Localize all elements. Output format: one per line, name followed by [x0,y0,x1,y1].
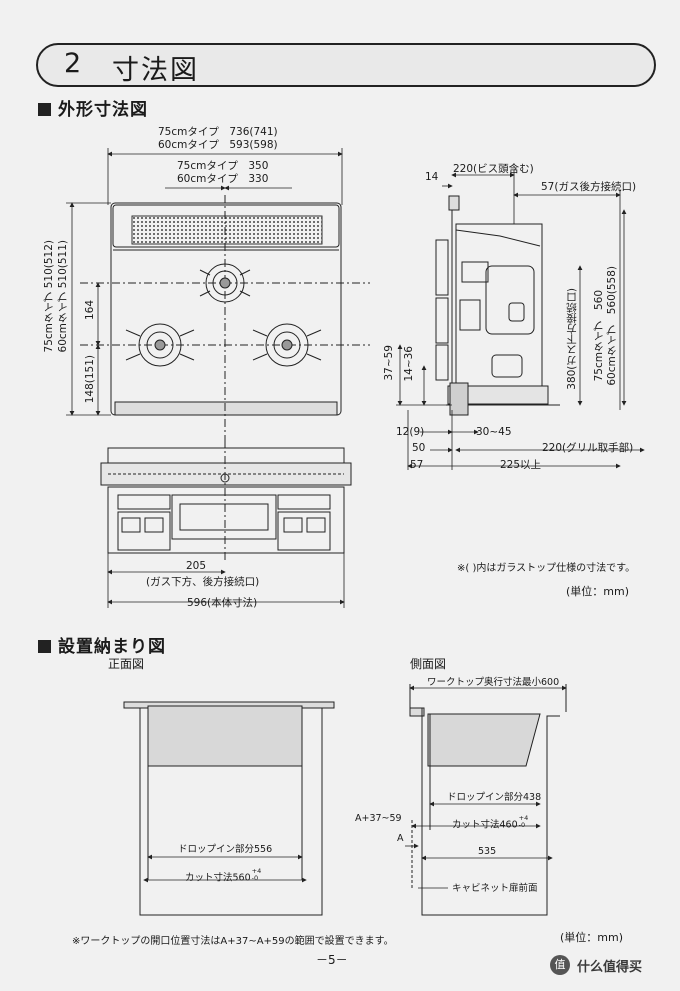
side-view-label: 側面図 [410,657,447,671]
dim-57: 57 [410,459,424,471]
dim-220-screw: 220(ビス頭含む) [453,163,534,175]
dim-width-60: 60cmタイプ 593(598) [158,139,278,151]
install-side-view [405,684,567,916]
hob-top-view [80,195,370,440]
dim-596: 596(本体寸法) [187,597,258,609]
page-number: －5－ [316,953,348,967]
watermark-text: 什么值得买 [577,960,643,975]
heading-square-icon [38,103,51,116]
hob-front-view [100,440,352,560]
side-535: 535 [478,846,497,857]
dim-50: 50 [412,442,426,454]
side-cut-tol-dn: -0 [518,820,526,829]
watermark-logo-icon: 值 [550,955,570,975]
top-dimension-lines [107,148,343,205]
front-cut-text: カット寸法560 [185,872,251,884]
unit-label-bottom: (単位：mm) [560,931,624,944]
dim-depth-60: 60cmタイプ 510(511) [57,240,69,353]
glass-top-note: ※( )内はガラストップ仕様の寸法です。 [457,563,636,574]
install-heading-text: 設置納まり図 [58,637,166,657]
front-cut-size: カット寸法560+4-0 [185,868,261,883]
front-cut-tol-dn: -0 [251,873,259,882]
dim-225: 225以上 [500,459,542,471]
side-cut-size: カット寸法460+4-0 [452,815,528,830]
dim-height-75: 75cmタイプ 560 [593,290,605,382]
hob-side-view [435,195,560,416]
unit-label-top: (単位：mm) [566,585,630,598]
dim-380: 380(ガス下方接続口) [566,288,578,390]
dim-height-60: 60cmタイプ 560(558) [606,266,618,386]
dim-148: 148(151) [84,355,96,404]
front-view-label: 正面図 [108,657,145,671]
dim-gas-note: (ガス下方、後方接続口) [146,576,260,588]
dim-30-45: 30~45 [476,426,512,438]
dim-width-75: 75cmタイプ 736(741) [158,126,278,138]
side-dimension-lines [396,170,645,470]
outline-heading-text: 外形寸法図 [58,100,148,120]
dim-14: 14 [425,171,439,183]
side-drop-in: ドロップイン部分438 [447,792,542,803]
section-header-pill [36,43,656,87]
dim-220-grill: 220(グリル取手部) [542,442,634,454]
dim-center-60: 60cmタイプ 330 [177,173,269,185]
side-a: A [397,833,404,844]
install-heading: 設置納まり図 [38,632,166,657]
section-number: 2 [64,48,83,79]
dim-14-36: 14~36 [403,346,415,382]
dim-12: 12(9) [396,426,425,438]
burner-rear [199,263,251,303]
burner-right [252,323,322,367]
left-dimension-lines [66,202,111,416]
dim-164: 164 [84,300,96,321]
front-drop-in: ドロップイン部分556 [178,844,273,855]
burner-left [125,323,195,367]
front-cut-tol-up: +4 [251,867,262,875]
dim-depth-75: 75cmタイプ 510(512) [43,240,55,353]
side-a-range: A+37~59 [355,813,402,824]
dim-57-rear: 57(ガス後方接続口) [541,181,637,193]
cabinet-front: キャビネット扉前面 [452,883,538,894]
dim-205: 205 [186,560,207,572]
dim-center-75: 75cmタイプ 350 [177,160,269,172]
outline-heading: 外形寸法図 [38,95,148,120]
dim-37-59: 37~59 [383,345,395,381]
worktop-note: ※ワークトップの開口位置寸法はA+37~A+59の範囲で設置できます。 [72,936,394,947]
heading-square-icon [38,640,51,653]
side-cut-tol-up: +4 [518,814,529,822]
install-front-view [123,701,335,916]
side-cut-text: カット寸法460 [452,819,518,831]
worktop-depth: ワークトップ奥行寸法最小600 [427,677,560,688]
section-title: 寸法図 [112,55,199,86]
bottom-dimension-lines [107,553,345,608]
